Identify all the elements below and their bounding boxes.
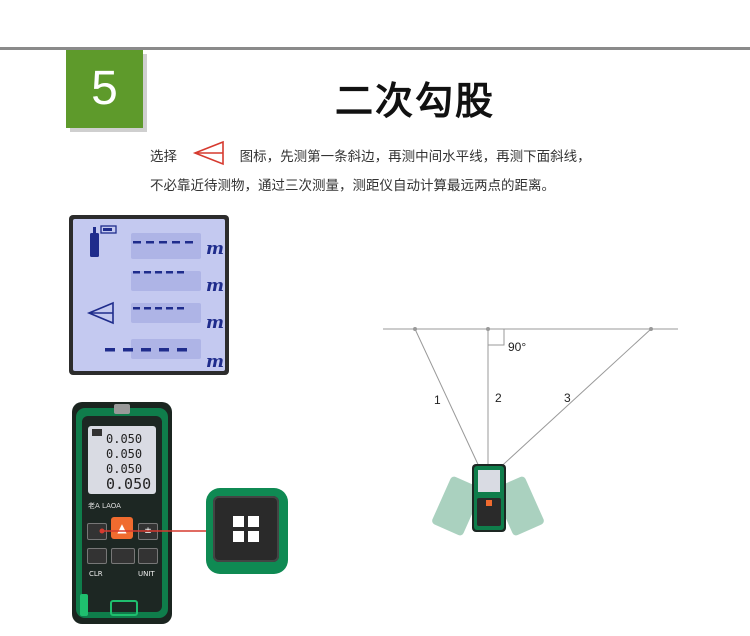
mode-button-closeup — [213, 496, 279, 562]
device-screen — [88, 426, 156, 494]
unit-label-1: m — [206, 239, 224, 259]
lcd-segments — [86, 225, 201, 359]
unit-label-4: m — [206, 352, 224, 371]
device-brand: 老A LAOA — [88, 502, 121, 510]
device-right-faded — [494, 476, 544, 536]
device-glyph-icon — [90, 233, 99, 257]
angle-label: 90° — [508, 340, 526, 354]
reference-button[interactable] — [87, 548, 107, 564]
strap-hole — [110, 600, 138, 616]
lcd-display: m m m m — [69, 215, 229, 375]
battery-icon — [100, 225, 117, 234]
zoomed-mode-button — [206, 488, 288, 574]
line-1 — [414, 328, 483, 474]
lcd-screen: m m m m — [73, 219, 225, 371]
line-3 — [493, 328, 652, 474]
step-number: 5 — [91, 62, 118, 115]
laser-rangefinder-device: 0.050 0.050 0.050 0.050 老A LAOA ▲ ± CLR … — [72, 402, 172, 624]
unit-label-2: m — [206, 276, 224, 296]
reading-4: 0.050 — [106, 475, 152, 493]
device-readings: 0.050 0.050 0.050 0.050 — [106, 432, 151, 492]
distance-button[interactable] — [111, 548, 135, 564]
reading-1: 0.050 — [106, 432, 143, 446]
line-label-3: 3 — [564, 391, 571, 405]
memory-button[interactable] — [138, 548, 158, 564]
line-label-2: 2 — [495, 391, 502, 405]
pythagoras-mode-icon — [191, 140, 225, 174]
step-badge: 5 — [66, 50, 143, 128]
device-left-faded — [432, 476, 482, 536]
instruction-select: 选择 — [150, 149, 177, 165]
unit-label-3: m — [206, 313, 224, 333]
line-label-1: 1 — [434, 393, 441, 407]
measure-button[interactable]: ▲ — [111, 517, 133, 539]
instruction-line-1: 选择 图标，先测第一条斜边，再测中间水平线，再测下面斜线， — [150, 140, 710, 174]
top-divider — [0, 47, 750, 50]
side-grip — [80, 594, 88, 616]
measurement-diagram: 90° 1 2 3 — [378, 318, 688, 548]
instruction-rest: 图标，先测第一条斜边，再测中间水平线，再测下面斜线， — [239, 149, 591, 165]
clr-label[interactable]: CLR — [89, 570, 103, 578]
instruction-text: 选择 图标，先测第一条斜边，再测中间水平线，再测下面斜线， 不必靠近待测物，通过… — [150, 140, 710, 198]
device-center — [472, 464, 506, 532]
reading-2: 0.050 — [106, 447, 143, 461]
right-angle-marker — [488, 329, 505, 346]
section-title: 二次勾股 — [334, 79, 495, 123]
unit-button-label[interactable]: UNIT — [138, 570, 155, 578]
instruction-line-2: 不必靠近待测物，通过三次测量，测距仪自动计算最远两点的距离。 — [150, 178, 555, 194]
reading-3: 0.050 — [106, 462, 143, 476]
